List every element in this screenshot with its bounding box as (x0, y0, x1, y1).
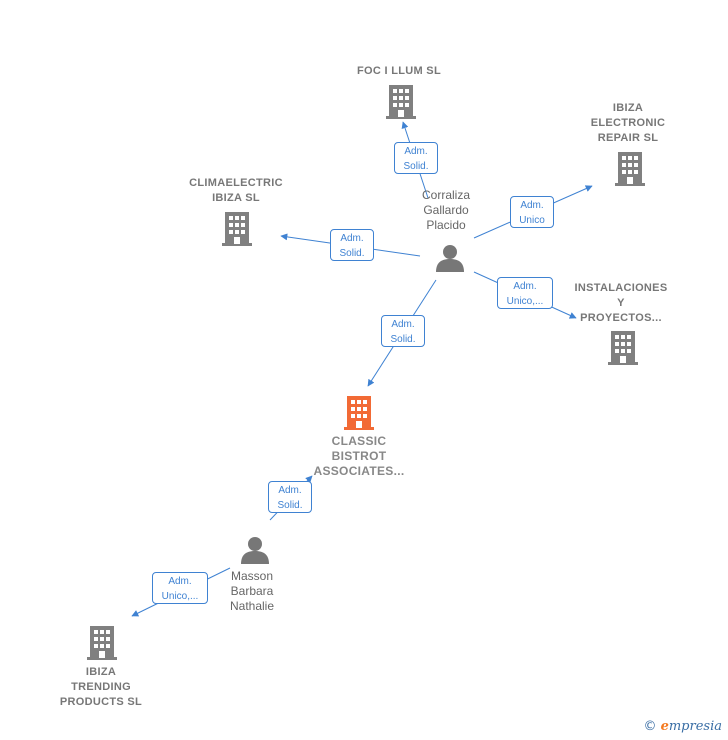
brand-logo-rest: mpresia (668, 719, 722, 734)
company-label-instalaciones[interactable]: INSTALACIONES Y PROYECTOS... (564, 281, 678, 326)
edge-role-type: Unico (519, 215, 545, 226)
edge-label-to-classic[interactable]: Adm. Solid. (381, 315, 425, 347)
building-icon-instalaciones[interactable] (608, 331, 638, 365)
person-name-line: Masson (230, 569, 274, 583)
company-name-line: PRODUCTS SL (59, 696, 143, 708)
person-name-line: Placido (426, 218, 466, 232)
person-name-line: Gallardo (423, 203, 469, 217)
company-name-line: REPAIR SL (597, 132, 659, 144)
edge-role: Adm. (168, 576, 192, 587)
edge-role-type: Solid. (403, 161, 429, 172)
company-name-line: Y (617, 297, 625, 309)
edge-role: Adm. (404, 146, 428, 157)
edge-role: Adm. (391, 319, 415, 330)
person-name-line: Nathalie (229, 599, 275, 613)
company-label-classic-main[interactable]: CLASSIC BISTROT ASSOCIATES... (300, 434, 418, 479)
building-icon-climaelectric[interactable] (222, 212, 252, 246)
person-icon-masson[interactable] (240, 536, 270, 564)
edge-role-type: Solid. (277, 500, 303, 511)
edge-role-type: Solid. (390, 334, 416, 345)
company-name-line: CLASSIC (331, 434, 387, 448)
company-name-line: TRENDING (71, 681, 131, 693)
company-name-line: INSTALACIONES (574, 282, 668, 294)
company-name-line: ASSOCIATES... (313, 464, 405, 478)
edge-label-masson-to-classic[interactable]: Adm. Solid. (268, 481, 312, 513)
edge-role-type: Unico,... (506, 296, 544, 307)
company-name: FOC I LLUM SL (357, 65, 441, 77)
company-name-line: ELECTRONIC (590, 117, 666, 129)
edge-label-masson-to-trending[interactable]: Adm. Unico,... (152, 572, 208, 604)
building-icon-classic-main[interactable] (344, 396, 374, 430)
empresia-brand[interactable]: © empresia (643, 719, 722, 734)
person-label-masson[interactable]: Masson Barbara Nathalie (212, 569, 292, 614)
person-name-line: Corraliza (421, 188, 470, 202)
edge-role: Adm. (513, 281, 537, 292)
edge-role-type: Solid. (339, 248, 365, 259)
building-icon-ibiza-trending[interactable] (87, 626, 117, 660)
edge-label-to-ibiza-electronic[interactable]: Adm. Unico (510, 196, 554, 228)
company-name-line: PROYECTOS... (580, 312, 662, 324)
company-name-line: IBIZA (612, 102, 644, 114)
company-label-ibiza-trending[interactable]: IBIZA TRENDING PRODUCTS SL (46, 665, 156, 710)
company-name-line: IBIZA SL (212, 192, 260, 204)
edge-label-to-instalaciones[interactable]: Adm. Unico,... (497, 277, 553, 309)
company-name-line: IBIZA (85, 666, 117, 678)
building-icon-ibiza-electronic[interactable] (615, 152, 645, 186)
person-label-corraliza[interactable]: Corraliza Gallardo Placido (406, 188, 486, 233)
company-label-climaelectric[interactable]: CLIMAELECTRIC IBIZA SL (176, 176, 296, 206)
person-icon-corraliza[interactable] (435, 244, 465, 272)
company-label-foc[interactable]: FOC I LLUM SL (338, 64, 460, 79)
brand-logo-e: e (660, 719, 669, 734)
edge-role: Adm. (278, 485, 302, 496)
company-name-line: CLIMAELECTRIC (189, 177, 283, 189)
edge-role: Adm. (340, 233, 364, 244)
person-name-line: Barbara (230, 584, 274, 598)
edge-label-to-foc[interactable]: Adm. Solid. (394, 142, 438, 174)
edge-role: Adm. (520, 200, 544, 211)
edge-role-type: Unico,... (161, 591, 199, 602)
company-label-ibiza-electronic[interactable]: IBIZA ELECTRONIC REPAIR SL (575, 101, 681, 146)
edge-label-to-climaelectric[interactable]: Adm. Solid. (330, 229, 374, 261)
copyright-icon: © (643, 719, 657, 734)
company-name-line: BISTROT (331, 449, 387, 463)
building-icon-foc[interactable] (386, 85, 416, 119)
